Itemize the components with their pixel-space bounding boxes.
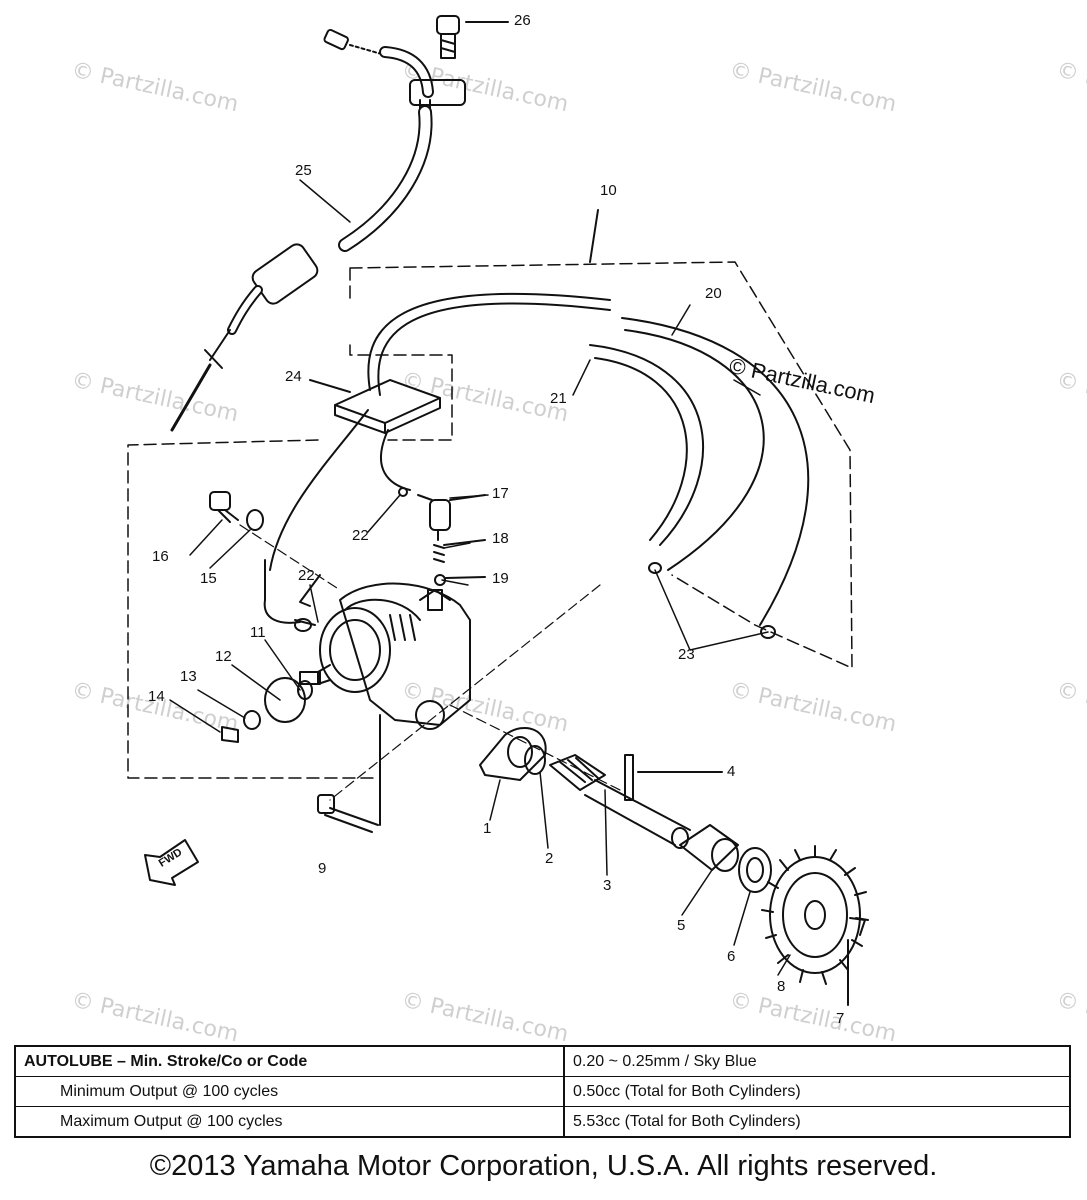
spec-value: 0.20 ~ 0.25mm / Sky Blue: [564, 1046, 1070, 1077]
callout-5: 5: [677, 917, 686, 934]
callout-1: 1: [483, 820, 492, 837]
callout-2: 2: [545, 850, 554, 867]
cover-plate-hardware: [221, 677, 313, 743]
callout-22: 22: [352, 527, 369, 544]
copyright-notice: ©2013 Yamaha Motor Corporation, U.S.A. A…: [149, 1150, 938, 1182]
pin-4: [624, 754, 723, 801]
callout-16: 16: [152, 548, 169, 565]
table-row: AUTOLUBE – Min. Stroke/Co or Code 0.20 ~…: [15, 1046, 1070, 1077]
pump-cable: [170, 28, 466, 432]
check-valve-parts: [398, 487, 486, 586]
gasket-1: [479, 726, 547, 781]
callout-11: 11: [250, 624, 266, 641]
callout-22: 22: [298, 567, 315, 584]
callout-3: 3: [603, 877, 612, 894]
callout-23: 23: [678, 646, 695, 663]
fwd-arrow: [144, 839, 199, 886]
callout-15: 15: [200, 570, 217, 587]
callout-24: 24: [285, 368, 302, 385]
callout-18: 18: [492, 530, 509, 547]
callout-21: 21: [550, 390, 567, 407]
callout-4: 4: [727, 763, 736, 780]
pump-shaft-3: [549, 754, 691, 849]
o-ring-2: [524, 745, 546, 775]
callout-12: 12: [215, 648, 232, 665]
spec-label: Minimum Output @ 100 cycles: [15, 1076, 565, 1107]
table-row: Maximum Output @ 100 cycles 5.53cc (Tota…: [15, 1106, 1070, 1137]
bolt-16-washer-15: [209, 491, 264, 531]
callout-13: 13: [180, 668, 197, 685]
callout-26: 26: [514, 12, 531, 29]
washer-6: [738, 847, 772, 893]
union-block-24: [309, 379, 441, 434]
circlip-7: [847, 917, 866, 1006]
callout-25: 25: [295, 162, 312, 179]
autolube-pump-exploded-diagram: [127, 15, 869, 1006]
callout-6: 6: [727, 948, 736, 965]
callout-20: 20: [705, 285, 722, 302]
callout-10: 10: [600, 182, 617, 199]
callout-9: 9: [318, 860, 327, 877]
gear-8: [761, 845, 869, 985]
spec-value: 0.50cc (Total for Both Cylinders): [564, 1076, 1070, 1107]
callout-14: 14: [148, 688, 165, 705]
collar-5: [679, 824, 739, 872]
autolube-spec-table: AUTOLUBE – Min. Stroke/Co or Code 0.20 ~…: [14, 1045, 1071, 1138]
callout-8: 8: [777, 978, 786, 995]
callout-7: 7: [836, 1010, 845, 1027]
spec-value: 5.53cc (Total for Both Cylinders): [573, 1112, 801, 1130]
table-row: Minimum Output @ 100 cycles 0.50cc (Tota…: [15, 1076, 1070, 1107]
oil-pipes: [269, 292, 810, 626]
spec-label: Maximum Output @ 100 cycles: [15, 1106, 565, 1137]
bolt-9: [317, 794, 379, 833]
spec-label: AUTOLUBE – Min. Stroke/Co or Code: [15, 1046, 565, 1077]
callout-17: 17: [492, 485, 509, 502]
callout-19: 19: [492, 570, 509, 587]
bolt-26: [436, 15, 509, 59]
